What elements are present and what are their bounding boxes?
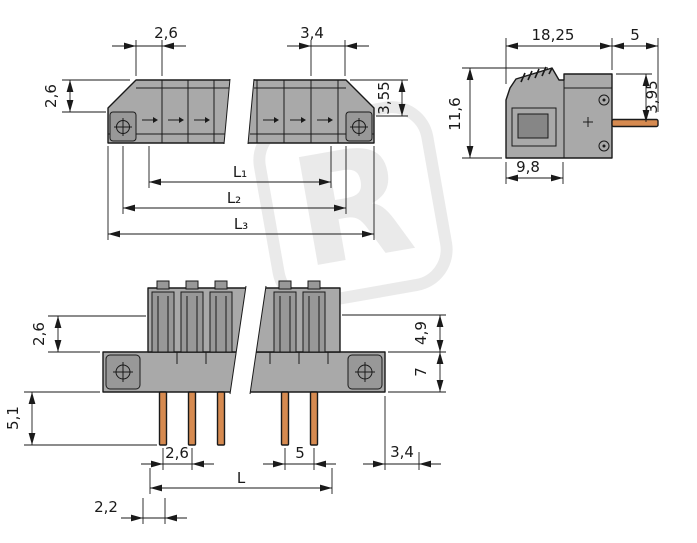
dim-side-height: 11,6 bbox=[446, 97, 464, 130]
dim-top-face-offset: 3,55 bbox=[375, 81, 393, 114]
pin bbox=[309, 391, 319, 446]
dim-side-front-depth: 9,8 bbox=[516, 158, 540, 176]
pin bbox=[187, 391, 197, 446]
front-view-strip-ticks bbox=[176, 352, 329, 364]
break-gap bbox=[224, 79, 254, 144]
side-view-slot bbox=[517, 113, 549, 139]
flange-screw-left bbox=[109, 111, 137, 142]
front-view-sockets bbox=[151, 291, 326, 353]
front-break-gap bbox=[230, 286, 266, 394]
solder-pins bbox=[158, 391, 319, 446]
dim-front-base-height: 7 bbox=[412, 367, 430, 377]
top-view-inner-lines bbox=[108, 80, 374, 143]
dim-top-flange-offset: 2,6 bbox=[42, 84, 60, 108]
dim-side-depth-total: 18,25 bbox=[532, 26, 575, 44]
dim-front-pin-pitch-left: 2,6 bbox=[165, 444, 189, 462]
side-view-dimension-lines bbox=[462, 38, 659, 184]
latch-serrations bbox=[520, 66, 553, 83]
dim-front-edge-offset: 2,2 bbox=[94, 498, 118, 516]
dim-side-pin-offset: 3,95 bbox=[643, 80, 661, 113]
pin bbox=[158, 391, 168, 446]
front-flange-screw-right bbox=[347, 354, 383, 390]
dim-front-end-width: 3,4 bbox=[390, 443, 414, 461]
front-view-dimension-lines bbox=[24, 314, 446, 524]
dim-l2: L₂ bbox=[227, 189, 241, 207]
top-view-contact-marks bbox=[142, 117, 333, 123]
dim-front-upper-offset: 2,6 bbox=[30, 322, 48, 346]
dim-side-pin-length: 5 bbox=[630, 26, 640, 44]
top-view-dimension-lines bbox=[62, 40, 408, 240]
pin bbox=[216, 391, 226, 446]
dim-top-pitch: 2,6 bbox=[154, 24, 178, 42]
dim-l1: L₁ bbox=[233, 163, 247, 181]
dim-front-pin-pitch-right: 5 bbox=[295, 444, 305, 462]
side-view: 18,25 5 11,6 3,95 9,8 bbox=[446, 26, 661, 184]
side-view-inner-lines bbox=[511, 80, 612, 158]
front-flange-screw-left bbox=[105, 354, 141, 390]
flange-screw-right bbox=[345, 111, 373, 142]
front-view-top-tabs bbox=[156, 280, 321, 290]
front-break-lines bbox=[229, 285, 267, 395]
dim-front-pin-length: 5,1 bbox=[4, 406, 22, 430]
dim-front-socket-depth: 4,9 bbox=[412, 321, 430, 345]
dim-front-length: L bbox=[237, 469, 246, 487]
break-lines bbox=[223, 78, 255, 145]
pin bbox=[280, 391, 290, 446]
top-view: 2,6 3,4 2,6 3,55 L₁ L₂ L₃ bbox=[42, 24, 408, 240]
dim-top-end-cell: 3,4 bbox=[300, 24, 324, 42]
side-view-flange-holes bbox=[583, 94, 610, 152]
dim-l3: L₃ bbox=[234, 215, 248, 233]
side-view-pin bbox=[611, 118, 659, 128]
front-view: 2,6 4,9 7 5,1 2,6 5 3,4 L 2,2 bbox=[4, 280, 446, 524]
